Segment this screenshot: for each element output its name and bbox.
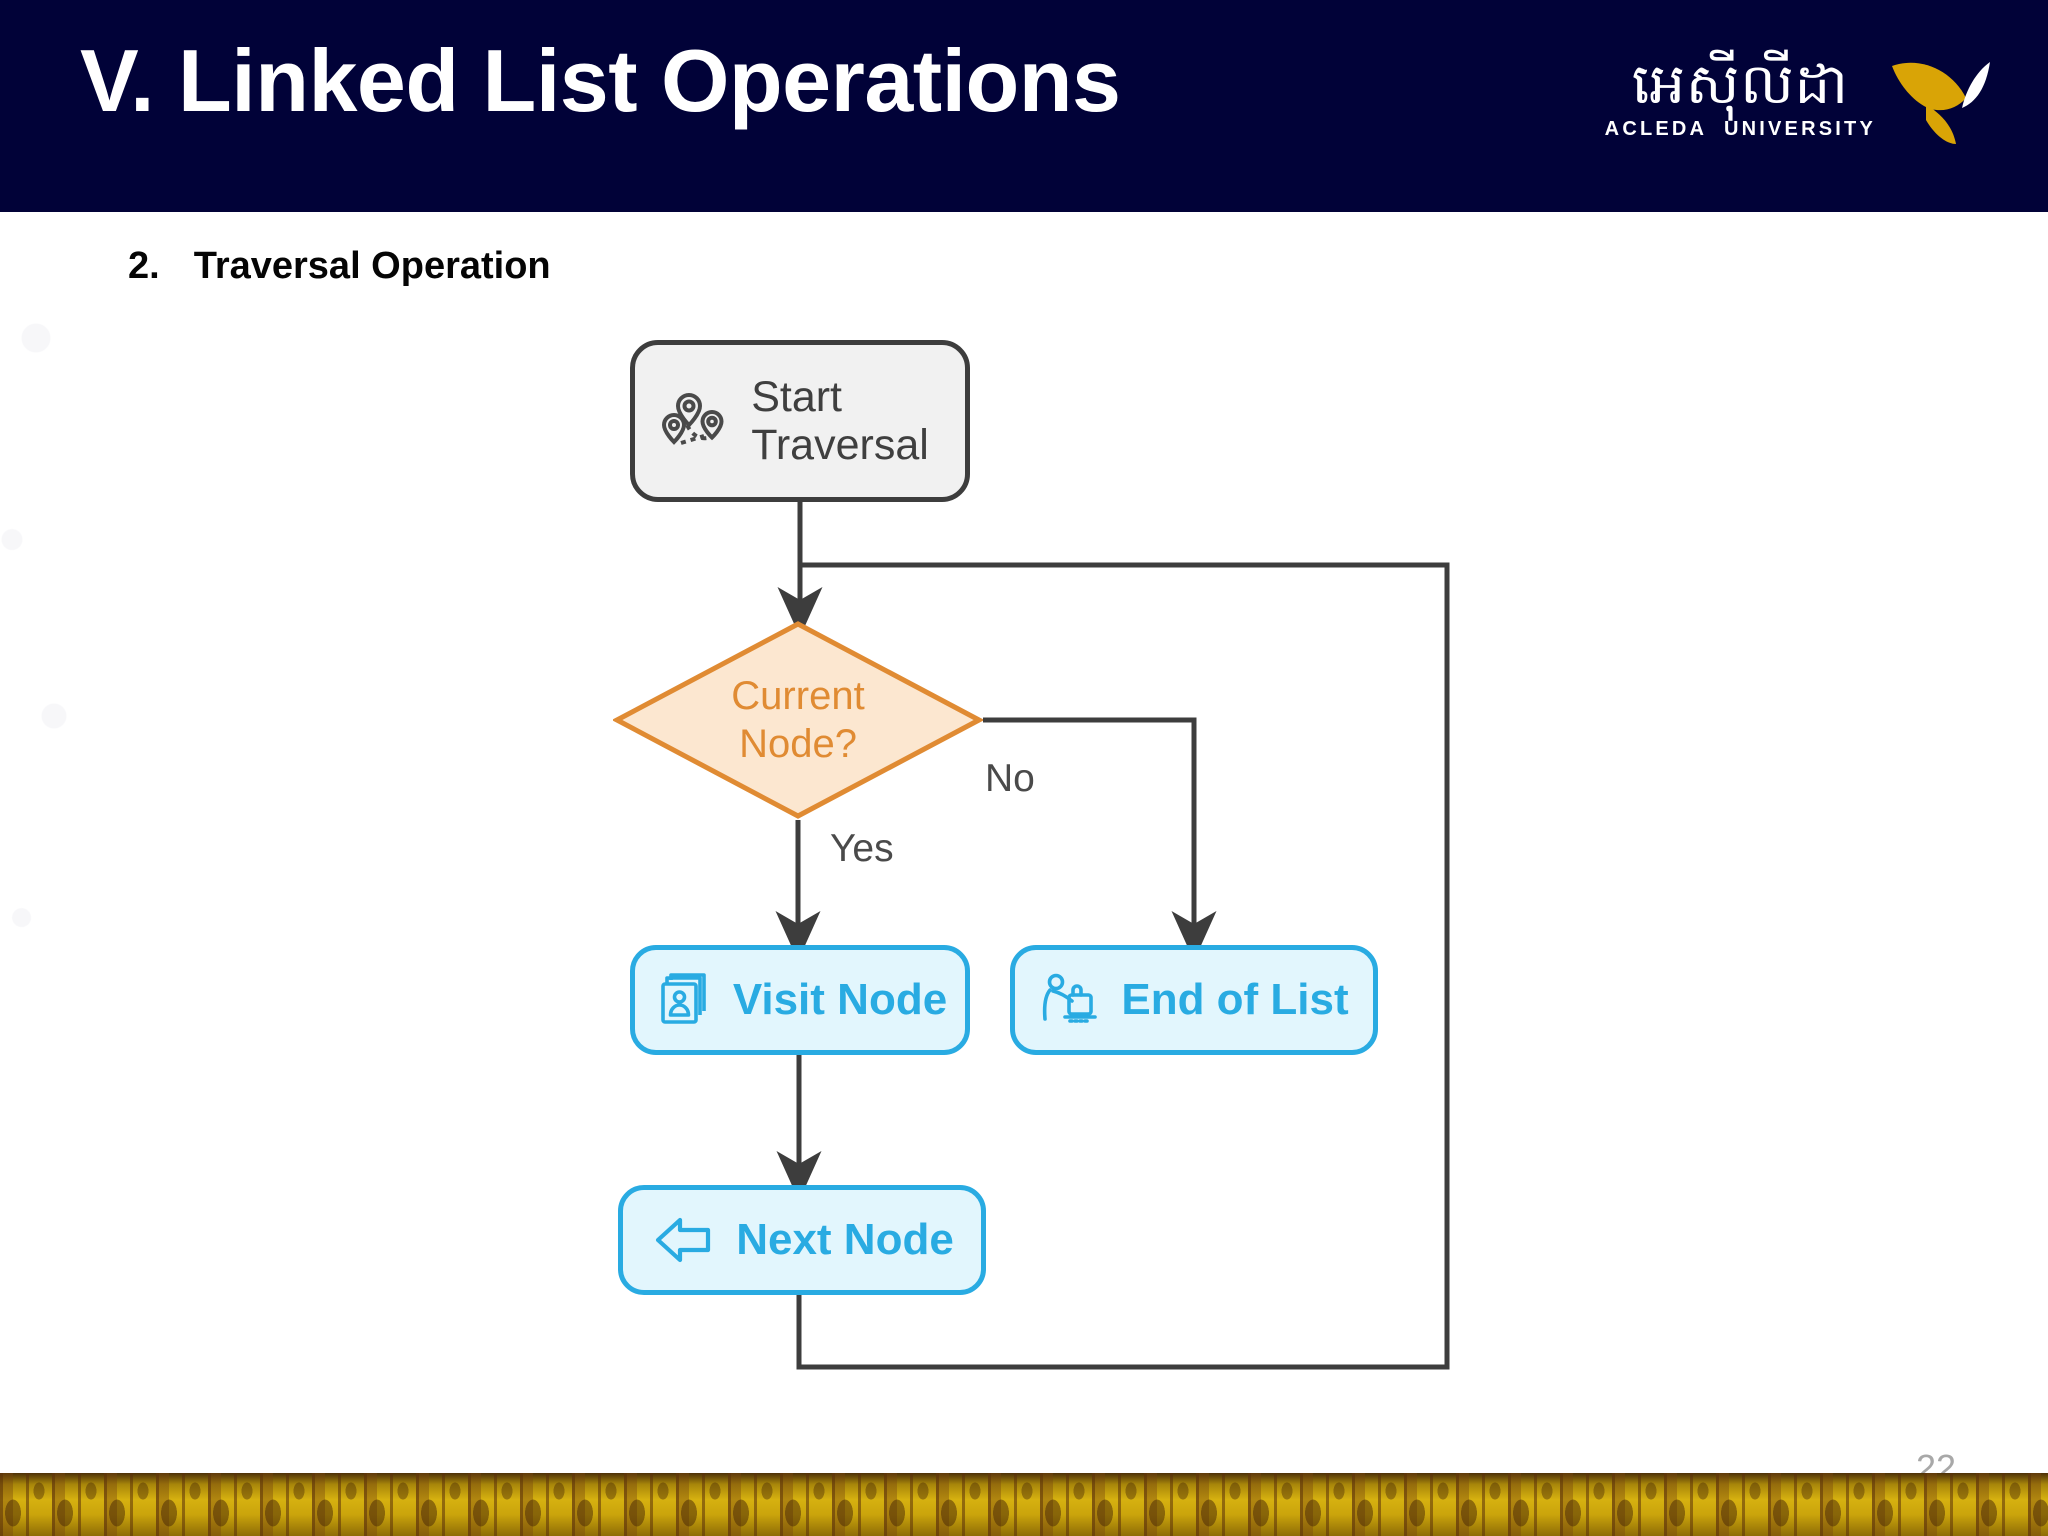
decorative-footer-band [0,1473,2048,1536]
edge-label-no: No [985,757,1035,800]
flow-node-decision[interactable]: Current Node? [611,620,985,820]
edge-next-loopback [796,562,1450,1370]
acleda-university-logo: អេស៊ីលីដា ACLEDA UNIVERSITY [1605,28,1996,164]
flow-node-next[interactable]: Next Node [618,1185,986,1295]
flow-node-next-label: Next Node [736,1215,954,1264]
flow-node-visit-label: Visit Node [732,975,948,1024]
flow-node-endlist[interactable]: End of List [1010,945,1378,1055]
background-watermark [0,212,120,1472]
logo-khmer-name: អេស៊ីលីដា [1631,51,1849,115]
page-title: V. Linked List Operations [80,31,1121,130]
bird-logo-icon [1892,62,1990,144]
bullet-title: Traversal Operation [193,245,551,287]
bullet-number: 2. [128,245,160,287]
flow-node-start-label: Start Traversal [751,373,929,469]
bullet-heading: 2. Traversal Operation [128,245,551,288]
flow-node-decision-line1: Current [731,674,865,718]
flow-node-start-line1: Start [751,372,842,421]
edge-decision-to-endlist [983,717,1217,961]
edge-label-yes: Yes [830,827,894,870]
arrow-left-icon [656,1217,711,1263]
flow-node-start[interactable]: Start Traversal [630,340,970,502]
person-at-desk-icon [1043,973,1098,1023]
flow-node-decision-label: Current Node? [613,620,983,820]
map-route-pins-icon [662,392,724,445]
flow-node-visit[interactable]: Visit Node [630,945,970,1055]
slide-header: V. Linked List Operations អេស៊ីលីដា ACLE… [0,0,2048,212]
flow-node-decision-line2: Node? [739,722,857,766]
book-person-icon [661,973,706,1024]
decision-diamond-shape [611,621,985,819]
logo-subtitle: ACLEDA UNIVERSITY [1604,118,1876,141]
flow-node-start-line2: Traversal [751,421,929,469]
logo-text-block: អេស៊ីលីដា ACLEDA UNIVERSITY [1604,51,1876,141]
flow-node-endlist-label: End of List [1121,975,1349,1024]
